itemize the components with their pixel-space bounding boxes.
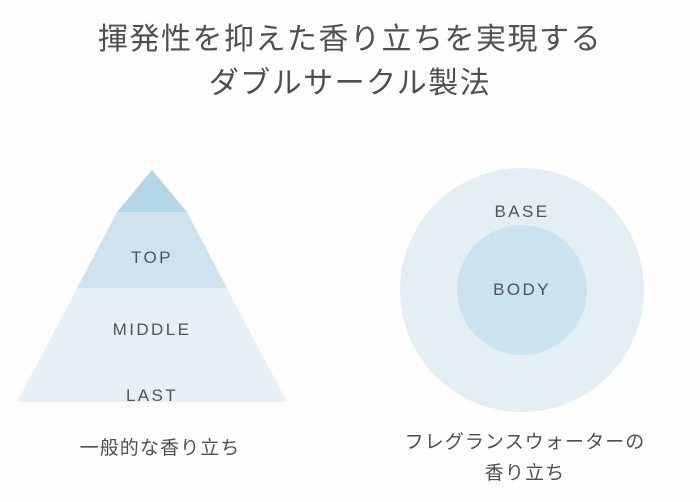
fragrance-pyramid-diagram: TOP MIDDLE LAST: [12, 168, 292, 405]
right-panel-caption-line-2: 香り立ち: [484, 463, 566, 484]
pyramid-band-top: [117, 170, 187, 212]
page-title-line-1: 揮発性を抑えた香り立ちを実現する: [98, 23, 602, 56]
left-panel-caption: 一般的な香り立ち: [0, 433, 320, 464]
right-panel-caption-line-1: フレグランスウォーターの: [404, 432, 646, 453]
left-panel-caption-line-1: 一般的な香り立ち: [79, 438, 241, 459]
circle-body: [457, 225, 587, 355]
page-title: 揮発性を抑えた香り立ちを実現する ダブルサークル製法: [0, 18, 700, 106]
pyramid-shape: [17, 170, 287, 402]
double-circle-diagram: BASE BODY: [378, 168, 668, 418]
pyramid-band-middle: [77, 212, 227, 288]
pyramid-band-last: [17, 288, 287, 402]
right-panel-caption: フレグランスウォーターの 香り立ち: [370, 427, 680, 489]
page-title-line-2: ダブルサークル製法: [208, 67, 492, 100]
